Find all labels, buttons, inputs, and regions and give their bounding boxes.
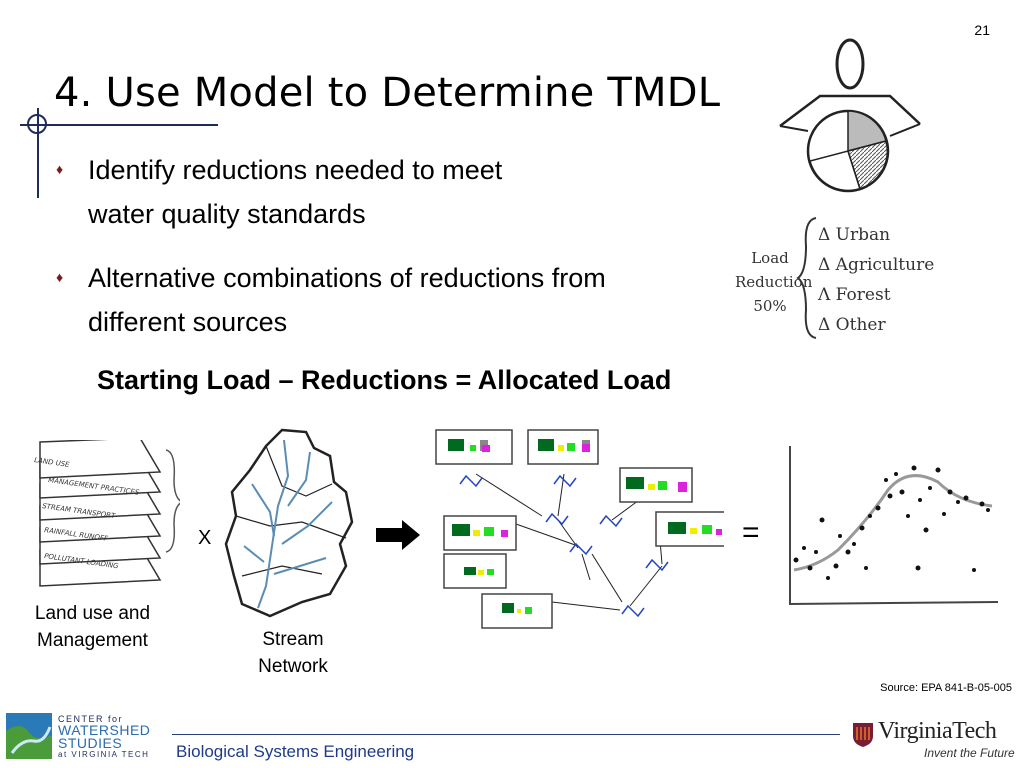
footer-divider (172, 734, 840, 735)
bullet-diamond-icon: ♦ (56, 161, 64, 177)
source-list: Δ Urban Δ Agriculture Λ Forest Δ Other (818, 220, 934, 340)
vt-wordmark: VirginiaTech (878, 718, 997, 744)
equation-text: Starting Load – Reductions = Allocated L… (97, 365, 672, 395)
department-name: Biological Systems Engineering (176, 742, 415, 761)
pie-person-sketch (779, 38, 921, 193)
reduction-word: Reduction (735, 273, 813, 291)
load-scatter-sketch (789, 446, 999, 606)
bullet-diamond-icon: ♦ (56, 269, 64, 285)
caption-line: Stream (262, 629, 324, 650)
vt-tagline: Invent the Future (924, 746, 1015, 760)
brace-icon (796, 217, 817, 339)
load-reduction-label: Load Reduction 50% (735, 246, 813, 318)
caption-line: Network (258, 656, 328, 677)
caption-line: Management (37, 630, 148, 651)
item-forest: Λ Forest (818, 285, 891, 305)
right-arrow-icon (376, 520, 420, 550)
source-citation: Source: EPA 841-B-05-005 (880, 682, 1012, 694)
land-use-layers-diagram: LAND USE MANAGEMENT PRACTICES STREAM TRA… (34, 440, 180, 587)
watershed-map (224, 428, 354, 618)
item-agriculture: Δ Agriculture (818, 255, 935, 275)
watershed-logo-icon (6, 713, 52, 759)
logo-line: CENTER for (58, 713, 124, 724)
percent-word: 50% (753, 297, 787, 315)
vt-shield-icon (853, 723, 873, 747)
watershed-center-logo: CENTER for WATERSHED STUDIES at VIRGINIA… (6, 713, 150, 759)
logo-line: WATERSHED (58, 721, 151, 738)
bullet-text: Alternative combinations of reductions f… (88, 263, 606, 337)
slide-number: 21 (974, 22, 990, 38)
load-word: Load (751, 249, 789, 267)
slide-title: 4. Use Model to Determine TMDL (54, 70, 721, 116)
times-sign: X (198, 527, 212, 549)
stream-network-caption: Stream Network (238, 626, 348, 680)
item-urban: Δ Urban (818, 225, 891, 245)
bullet-text: Identify reductions needed to meet water… (88, 155, 503, 229)
item-other: Δ Other (818, 315, 886, 335)
caption-line: Land use and (34, 603, 151, 624)
land-use-caption: Land use and Management (10, 600, 175, 654)
logo-line: STUDIES (58, 734, 123, 751)
equals-sign: = (742, 516, 760, 549)
logo-line: at VIRGINIA TECH (58, 749, 150, 759)
load-network-diagram (435, 429, 724, 629)
